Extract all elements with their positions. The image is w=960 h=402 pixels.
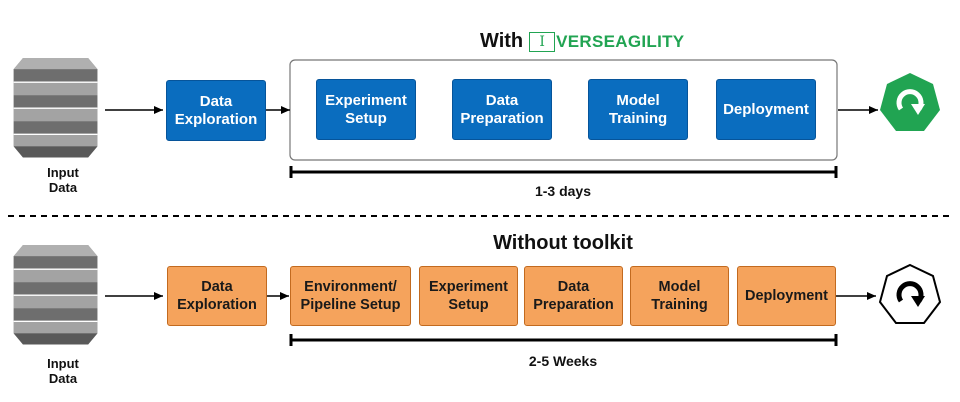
timeline-bracket: [289, 334, 838, 346]
experiment-setup-box: Experiment Setup: [419, 266, 518, 326]
without-toolkit-heading: Without toolkit: [493, 232, 633, 254]
timeline-bracket: [289, 166, 838, 178]
input-data-label: Input Data: [47, 356, 79, 386]
deployment-box: Deployment: [716, 79, 816, 140]
data-preparation-box: Data Preparation: [524, 266, 623, 326]
data-exploration-box: Data Exploration: [166, 80, 266, 141]
database-cylinder-icon: [13, 57, 99, 159]
duration-label: 2-5 Weeks: [528, 353, 598, 369]
data-exploration-box: Data Exploration: [167, 266, 267, 326]
data-preparation-box: Data Preparation: [452, 79, 552, 140]
brand-name: VERSEAGILITY: [556, 31, 685, 51]
model-training-box: Model Training: [588, 79, 688, 140]
experiment-setup-box: Experiment Setup: [316, 79, 416, 140]
heading-prefix: With: [480, 30, 524, 52]
model-training-box: Model Training: [630, 266, 729, 326]
deployment-box: Deployment: [737, 266, 836, 326]
duration-label: 1-3 days: [534, 183, 592, 199]
environment-pipeline-setup-box: Environment/ Pipeline Setup: [290, 266, 411, 326]
with-toolkit-heading: With I VERSEAGILITY: [480, 30, 684, 53]
verseagility-logo-icon: I: [529, 31, 556, 52]
refresh-octagon-icon: [878, 263, 942, 324]
input-data-label: Input Data: [47, 165, 79, 195]
database-cylinder-icon: [13, 244, 99, 346]
refresh-octagon-icon: [880, 73, 940, 131]
